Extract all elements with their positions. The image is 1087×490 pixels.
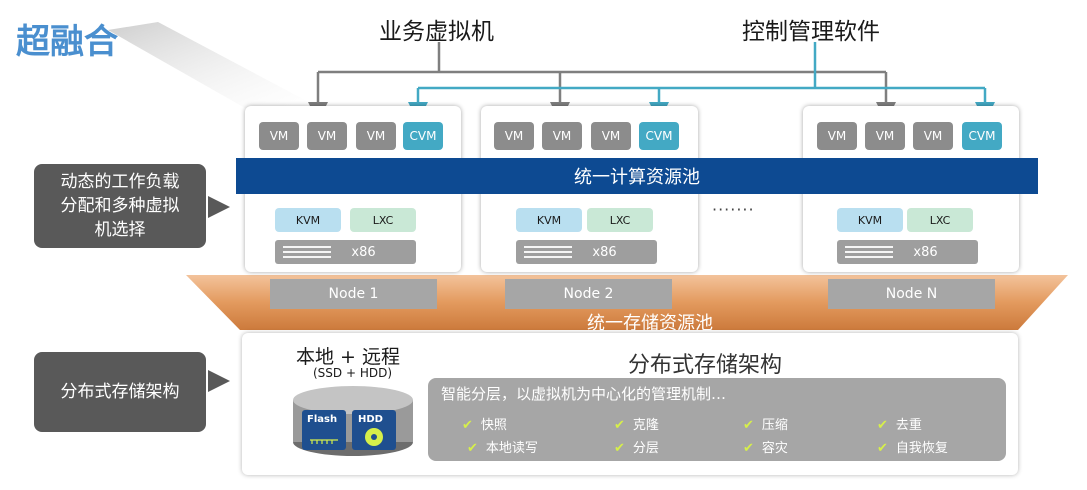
check-icon: ✔ bbox=[743, 441, 754, 456]
feature-item: ✔分层 bbox=[614, 441, 659, 456]
feature-item: ✔去重 bbox=[877, 418, 922, 433]
hdd-label: HDD bbox=[358, 414, 383, 425]
server-stripes-icon bbox=[524, 246, 572, 258]
business-vm-connectors bbox=[308, 42, 896, 122]
x86-server: x86 bbox=[275, 240, 416, 264]
cvm-box: CVM bbox=[962, 122, 1002, 150]
architecture-arrow bbox=[208, 370, 230, 392]
check-icon: ✔ bbox=[614, 441, 625, 456]
feature-item: ✔本地读写 bbox=[467, 441, 538, 456]
vm-box: VM bbox=[865, 122, 905, 150]
lxc-box: LXC bbox=[350, 208, 416, 232]
flash-label: Flash bbox=[307, 414, 338, 425]
node-label-1: Node 1 bbox=[270, 279, 437, 309]
vm-box: VM bbox=[259, 122, 299, 150]
server-stripes-icon bbox=[283, 246, 331, 258]
feature-panel bbox=[428, 378, 1006, 461]
vm-box: VM bbox=[356, 122, 396, 150]
feature-item: ✔自我恢复 bbox=[877, 441, 948, 456]
scheduling-arrow bbox=[208, 196, 230, 218]
storage-pool-label: 统一存储资源池 bbox=[587, 313, 713, 334]
vm-box: VM bbox=[494, 122, 534, 150]
vm-box: VM bbox=[913, 122, 953, 150]
feature-item: ✔容灾 bbox=[743, 441, 788, 456]
control-software-label: 控制管理软件 bbox=[742, 19, 880, 45]
ellipsis: ······· bbox=[712, 200, 755, 219]
page-title: 超融合 bbox=[16, 22, 118, 62]
local-remote-label: 本地 + 远程 bbox=[296, 346, 400, 368]
x86-label: x86 bbox=[913, 244, 938, 260]
kvm-box: KVM bbox=[837, 208, 903, 232]
check-icon: ✔ bbox=[743, 418, 754, 433]
vm-box: VM bbox=[307, 122, 347, 150]
check-icon: ✔ bbox=[614, 418, 625, 433]
architecture-text: 分布式存储架构 bbox=[60, 382, 180, 402]
kvm-box: KVM bbox=[275, 208, 341, 232]
control-software-connectors bbox=[408, 42, 995, 122]
vm-box: VM bbox=[817, 122, 857, 150]
feature-item: ✔压缩 bbox=[743, 418, 788, 433]
node-label-n: Node N bbox=[828, 279, 995, 309]
business-vm-label: 业务虚拟机 bbox=[379, 19, 494, 45]
lxc-box: LXC bbox=[907, 208, 973, 232]
cvm-box: CVM bbox=[639, 122, 679, 150]
feature-item: ✔克隆 bbox=[614, 418, 659, 433]
cvm-box: CVM bbox=[403, 122, 443, 150]
x86-label: x86 bbox=[351, 244, 376, 260]
check-icon: ✔ bbox=[877, 418, 888, 433]
architecture-box: 分布式存储架构 bbox=[34, 352, 206, 432]
storage-disk-icon bbox=[293, 386, 413, 456]
vm-box: VM bbox=[542, 122, 582, 150]
node-label-2: Node 2 bbox=[505, 279, 672, 309]
check-icon: ✔ bbox=[877, 441, 888, 456]
spotlight-beam bbox=[108, 22, 320, 108]
server-stripes-icon bbox=[845, 246, 893, 258]
check-icon: ✔ bbox=[462, 418, 473, 433]
compute-pool-bar: 统一计算资源池 bbox=[236, 158, 1038, 194]
scheduling-text: 动态的工作负载分配和多种虚拟机选择 bbox=[60, 172, 180, 240]
check-icon: ✔ bbox=[467, 441, 478, 456]
x86-server: x86 bbox=[516, 240, 657, 264]
media-label: (SSD + HDD) bbox=[313, 366, 393, 380]
distributed-storage-title: 分布式存储架构 bbox=[628, 353, 783, 378]
lxc-box: LXC bbox=[587, 208, 653, 232]
scheduling-box: 动态的工作负载分配和多种虚拟机选择 bbox=[34, 164, 206, 248]
kvm-box: KVM bbox=[516, 208, 582, 232]
feature-item: ✔快照 bbox=[462, 418, 507, 433]
vm-box: VM bbox=[591, 122, 631, 150]
x86-label: x86 bbox=[592, 244, 617, 260]
feature-headline: 智能分层，以虚拟机为中心化的管理机制… bbox=[441, 385, 727, 403]
compute-pool-label: 统一计算资源池 bbox=[574, 167, 700, 188]
x86-server: x86 bbox=[837, 240, 978, 264]
